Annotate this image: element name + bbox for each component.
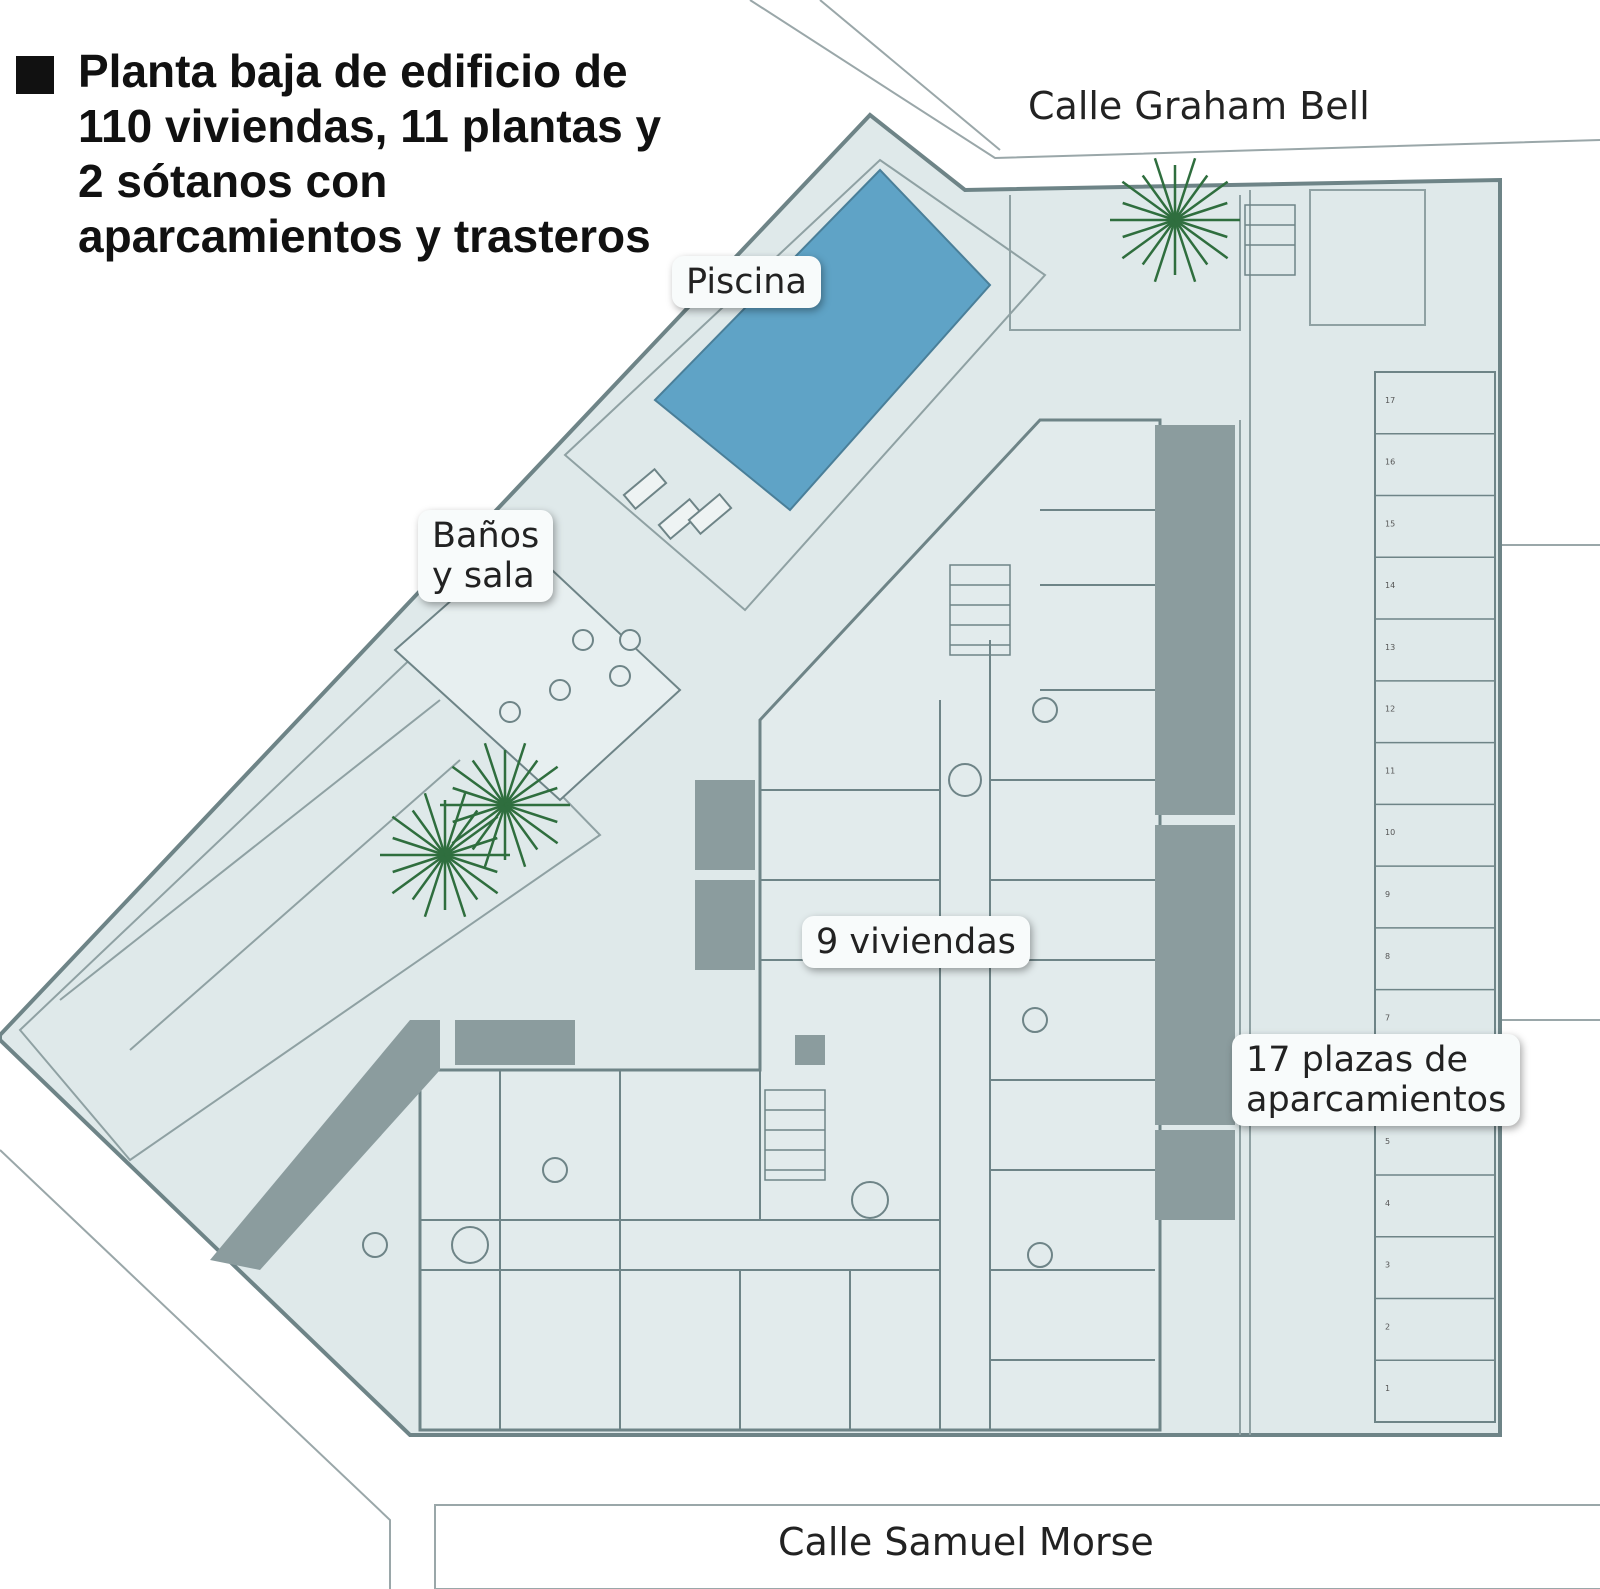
palm-frond xyxy=(451,765,506,807)
palm-frond xyxy=(451,803,506,845)
palm-frond xyxy=(443,809,479,856)
label-bath: Baños y sala xyxy=(418,510,554,602)
parking-bay-number: 1 xyxy=(1385,1384,1390,1393)
palm-tree-icon xyxy=(440,742,570,868)
palm-frond xyxy=(423,792,447,856)
palm-frond xyxy=(504,765,559,807)
palm-tree-icon xyxy=(1110,157,1240,283)
palm-frond xyxy=(1173,219,1197,283)
parking-bay-number: 4 xyxy=(1385,1199,1390,1208)
palm-frond xyxy=(411,809,447,856)
parking-bay-number: 15 xyxy=(1385,519,1395,528)
palm-frond xyxy=(443,854,467,918)
palm-frond xyxy=(503,742,527,806)
pool xyxy=(653,168,992,512)
palm-frond xyxy=(391,815,446,857)
palm-frond xyxy=(503,804,527,868)
palm-frond xyxy=(471,804,507,851)
palm-frond xyxy=(444,853,499,895)
parking-bay-number: 12 xyxy=(1385,705,1395,714)
parking-bay-number: 11 xyxy=(1385,766,1395,775)
palm-frond xyxy=(504,803,558,824)
label-pool: Piscina xyxy=(672,256,821,308)
palm-frond xyxy=(444,836,498,857)
street-south: Calle Samuel Morse xyxy=(778,1520,1154,1564)
palm-frond xyxy=(504,803,559,845)
parking-area xyxy=(1374,371,1496,1423)
title-bullet-icon xyxy=(16,56,54,94)
palm-frond xyxy=(392,853,446,874)
palm-frond xyxy=(503,759,539,806)
parking-bay-number: 7 xyxy=(1385,1014,1390,1023)
palm-frond xyxy=(1174,180,1229,222)
palm-frond xyxy=(483,742,507,806)
palm-frond xyxy=(1121,218,1176,260)
parking-bay-number: 13 xyxy=(1385,643,1395,652)
parking-bay-number: 9 xyxy=(1385,890,1390,899)
palm-frond xyxy=(444,815,499,857)
palm-frond xyxy=(503,804,539,851)
parking-bay-number: 2 xyxy=(1385,1322,1390,1331)
palm-frond xyxy=(452,803,506,824)
palm-frond xyxy=(471,759,507,806)
label-homes: 9 viviendas xyxy=(802,916,1030,968)
palm-frond xyxy=(1121,180,1176,222)
palm-frond xyxy=(1173,174,1209,221)
palm-frond xyxy=(1174,218,1229,260)
palm-frond xyxy=(1141,219,1177,266)
palm-frond xyxy=(1153,157,1177,221)
palm-tree-icon xyxy=(380,792,510,918)
palm-frond xyxy=(1153,219,1177,283)
palm-frond xyxy=(443,854,479,901)
palm-frond xyxy=(1122,201,1176,222)
palm-frond xyxy=(443,792,467,856)
palm-frond xyxy=(1173,219,1209,266)
parking-bay-number: 14 xyxy=(1385,581,1395,590)
street-north: Calle Graham Bell xyxy=(1028,84,1370,128)
palm-frond xyxy=(411,854,447,901)
palm-frond xyxy=(1174,218,1228,239)
label-parking: 17 plazas de aparcamientos xyxy=(1232,1034,1521,1126)
palm-frond xyxy=(423,854,447,918)
parking-bay-number: 3 xyxy=(1385,1261,1390,1270)
page-title: Planta baja de edificio de 110 viviendas… xyxy=(78,45,662,262)
palm-frond xyxy=(444,853,498,874)
parking-bay-number: 16 xyxy=(1385,458,1395,467)
title-block: Planta baja de edificio de 110 viviendas… xyxy=(16,44,678,264)
parking-bay-number: 17 xyxy=(1385,396,1395,405)
parking-bay-number: 8 xyxy=(1385,952,1390,961)
palm-frond xyxy=(504,786,558,807)
parking-bay-number: 5 xyxy=(1385,1137,1390,1146)
palm-frond xyxy=(1122,218,1176,239)
palm-frond xyxy=(1141,174,1177,221)
loungers xyxy=(622,467,733,541)
palm-frond xyxy=(1174,201,1228,222)
palm-frond xyxy=(391,853,446,895)
parking-bay-number: 10 xyxy=(1385,828,1395,837)
palm-frond xyxy=(392,836,446,857)
palm-frond xyxy=(452,786,506,807)
residential-block xyxy=(210,204,1296,1432)
palm-frond xyxy=(483,804,507,868)
palm-frond xyxy=(1173,157,1197,221)
courtyard-lines xyxy=(18,158,1426,1435)
